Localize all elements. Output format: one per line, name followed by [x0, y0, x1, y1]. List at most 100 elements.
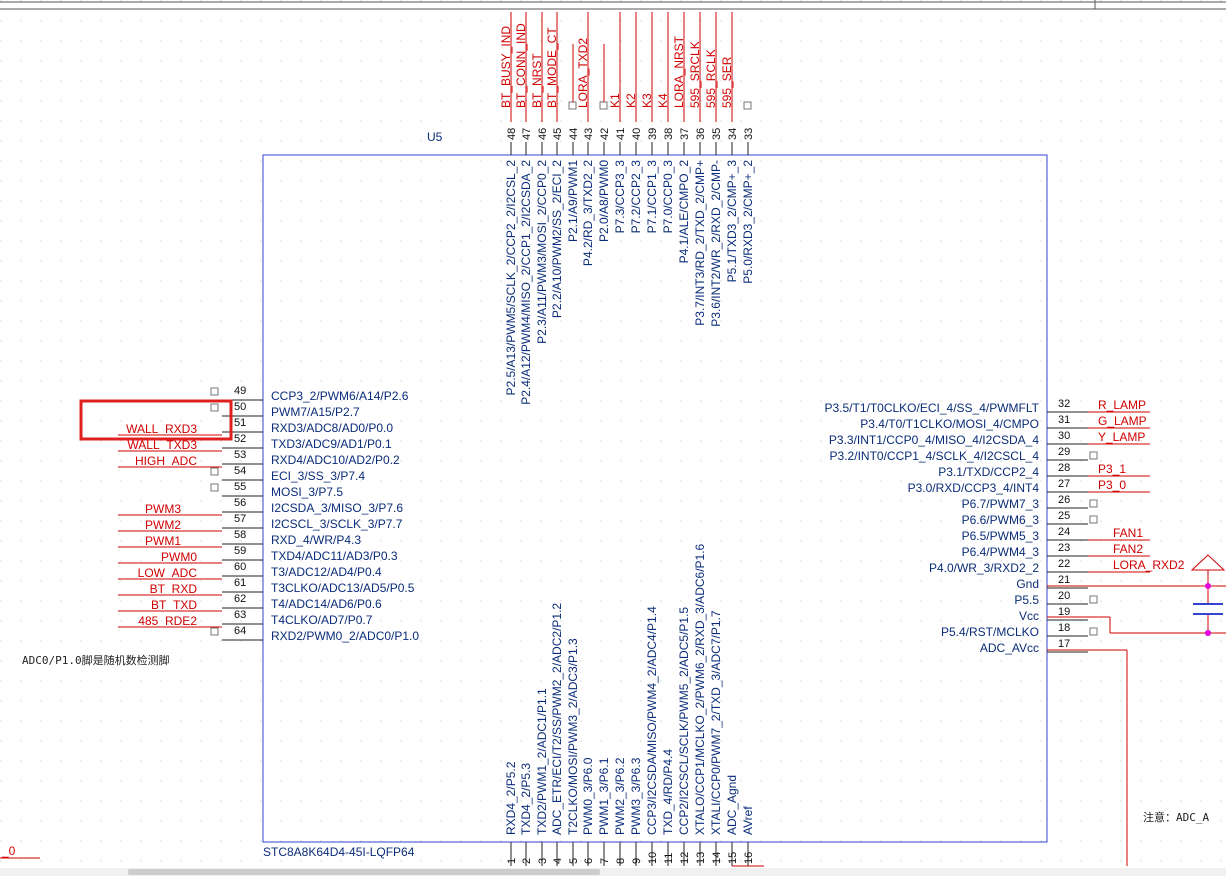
no-connect-50	[210, 403, 219, 412]
pin-number-48: 48	[506, 128, 518, 140]
junction-dot-vcc	[1205, 630, 1211, 636]
pin-name-38: P7.0/CCP0_3	[661, 160, 675, 234]
pin-number-58: 58	[234, 529, 246, 541]
pin-name-23: P6.4/PWM4_3	[962, 545, 1040, 559]
pin-name-20: P5.5	[1014, 593, 1039, 607]
net-label-59: PWM0	[161, 550, 197, 564]
pin-name-11: TXD_4/RD/P4.4	[661, 749, 675, 835]
no-connect-49	[210, 387, 219, 396]
pin-number-29: 29	[1058, 446, 1070, 458]
pin-number-11: 11	[663, 853, 675, 864]
pin-name-45: P2.2/A10/PWM2/SS_2/ECI_2	[550, 160, 564, 318]
pin-number-4: 4	[552, 858, 564, 864]
net-label-37: LORA_NRST	[672, 35, 686, 108]
pin-name-59: TXD4/ADC11/AD3/P0.3	[271, 549, 398, 563]
right-note: 注意：ADC_A	[1143, 810, 1209, 824]
bottom-pin-group: 1RXD4_2/P5.22TXD4_2/P5.33TXD2/PWM1_2/ADC…	[504, 543, 764, 867]
component-part: STC8A8K64D4-45I-LQFP64	[263, 845, 415, 859]
no-connect-54	[210, 467, 219, 476]
pin-name-31: P3.4/T0/T1CLKO/MOSI_4/CMPO	[860, 417, 1039, 431]
net-label-63: 485_RDE2	[138, 614, 197, 628]
pin-name-58: RXD_4/WR/P4.3	[271, 533, 361, 547]
pin-name-17: ADC_AVcc	[980, 641, 1039, 655]
pin-number-2: 2	[521, 858, 533, 864]
pin-name-1: RXD4_2/P5.2	[504, 761, 518, 835]
pin-name-34: P5.1/TXD3_2/CMP+_3	[725, 160, 739, 283]
pin-number-15: 15	[727, 852, 739, 864]
pin-name-7: PWM1_3/P6.1	[597, 757, 611, 835]
pin-number-55: 55	[234, 481, 246, 493]
pin-number-50: 50	[234, 401, 246, 413]
pin-number-63: 63	[234, 609, 246, 621]
pin-name-39: P7.1/CCP1_3	[645, 160, 659, 234]
scrollbar-track[interactable]	[0, 868, 1226, 876]
no-connect-33	[743, 101, 752, 110]
pin-number-38: 38	[663, 128, 675, 140]
pin-number-52: 52	[234, 433, 246, 445]
pin-name-33: P5.0/RXD3_2/CMP+_2	[741, 160, 755, 284]
net-label-61: BT_RXD	[150, 582, 198, 596]
pin-name-10: CCP3/I2CSDA/MISO/PWM4_2/ADC4/P1.4	[645, 606, 659, 835]
pin-number-34: 34	[727, 128, 739, 140]
pin-name-51: RXD3/ADC8/AD0/P0.0	[271, 421, 393, 435]
net-label-46: BT_NRST	[530, 53, 544, 108]
pin-number-62: 62	[234, 593, 246, 605]
pin-name-46: P2.3/A11/PWM3/MOSI_2/CCP0_2	[535, 160, 549, 344]
pin-number-51: 51	[234, 417, 246, 429]
pin-name-40: P7.2/CCP2_3	[629, 160, 643, 234]
net-label-36: 595_SRCLK	[688, 41, 702, 108]
no-connect-29	[1089, 451, 1098, 460]
pin-name-25: P6.6/PWM6_3	[962, 513, 1040, 527]
pin-name-21: Gnd	[1016, 577, 1039, 591]
pin-number-41: 41	[615, 128, 627, 140]
pin-name-44: P2.1/A9/PWM1	[566, 160, 580, 242]
pin-name-4: ADC_ETR/ECI/T2/SS/PWM2_2/ADC2/P1.2	[550, 603, 564, 835]
pin-number-61: 61	[234, 577, 246, 589]
scrollbar-thumb[interactable]	[128, 869, 600, 875]
highlight-box[interactable]	[79, 399, 233, 441]
pin-number-13: 13	[695, 852, 707, 864]
net-label-40: K2	[624, 93, 638, 108]
pin-number-46: 46	[537, 128, 549, 140]
pin-number-53: 53	[234, 449, 246, 461]
no-connect-25	[1089, 515, 1098, 524]
pin-number-39: 39	[647, 128, 659, 140]
net-label-32: R_LAMP	[1098, 398, 1146, 412]
pin-number-26: 26	[1058, 494, 1070, 506]
pin-number-23: 23	[1058, 542, 1070, 554]
pin-number-25: 25	[1058, 510, 1070, 522]
pin-name-13: XTALO/CCP1/MCLKO_2/PWM6_2/RXD_3/ADC6/P1.…	[693, 543, 707, 835]
pin-number-54: 54	[234, 465, 246, 477]
pin-name-63: T4CLKO/AD7/P0.7	[271, 613, 373, 627]
pin-number-35: 35	[711, 128, 723, 140]
net-label-31: G_LAMP	[1098, 414, 1147, 428]
pin-name-37: P4.1/ALE/CMPO_2	[677, 160, 691, 264]
net-label-43: LORA_TXD2	[576, 38, 590, 108]
net-label-27: P3_0	[1098, 478, 1126, 492]
pin-name-61: T3CLKO/ADC13/AD5/P0.5	[271, 581, 415, 595]
pin-number-12: 12	[679, 852, 691, 864]
pin-number-60: 60	[234, 561, 246, 573]
pin-number-8: 8	[615, 858, 627, 864]
pin-number-40: 40	[631, 128, 643, 140]
pin-name-30: P3.3/INT1/CCP0_4/MISO_4/I2CSDA_4	[829, 433, 1039, 447]
pin-number-18: 18	[1058, 622, 1070, 634]
pin-number-9: 9	[631, 858, 643, 864]
net-label-51: WALL_RXD3	[126, 422, 197, 436]
pin-name-48: P2.5/A13/PWM5/SCLK_2/CCP2_2/I2CSL_2	[504, 160, 518, 396]
pin-name-19: Vcc	[1019, 609, 1039, 623]
pin-number-19: 19	[1058, 606, 1070, 618]
pin-number-28: 28	[1058, 462, 1070, 474]
pin-name-36: P3.7/INT3/RD_2/TXD_2/CMP+	[693, 160, 707, 326]
pin-name-52: TXD3/ADC9/AD1/P0.1	[271, 437, 392, 451]
net-label-60: LOW_ADC	[138, 566, 198, 580]
pin-number-42: 42	[599, 128, 611, 140]
junction-dot-gnd	[1205, 583, 1211, 589]
pin-name-60: T3/ADC12/AD4/P0.4	[271, 565, 382, 579]
chip-body[interactable]	[262, 154, 1048, 843]
net-label-28: P3_1	[1098, 462, 1126, 476]
net-label-41: K1	[608, 93, 622, 108]
pin-name-26: P6.7/PWM7_3	[962, 497, 1040, 511]
pin-name-57: I2CSCL_3/SCLK_3/P7.7	[271, 517, 403, 531]
